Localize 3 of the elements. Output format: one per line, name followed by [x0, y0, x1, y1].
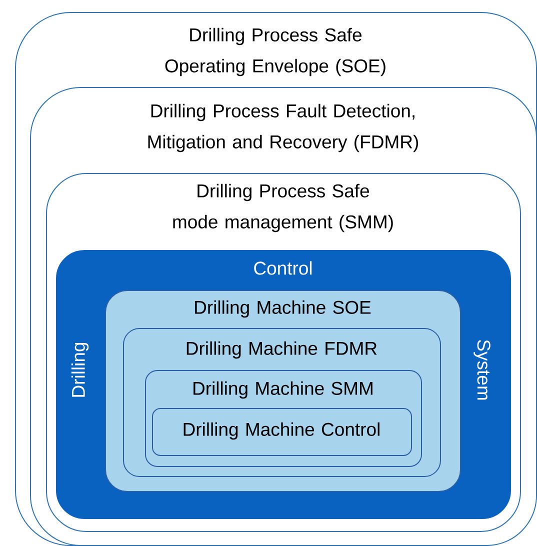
side-label: Drilling	[71, 342, 89, 397]
side-label: System	[474, 340, 490, 400]
machine-box: Drilling Machine Control	[152, 408, 412, 456]
